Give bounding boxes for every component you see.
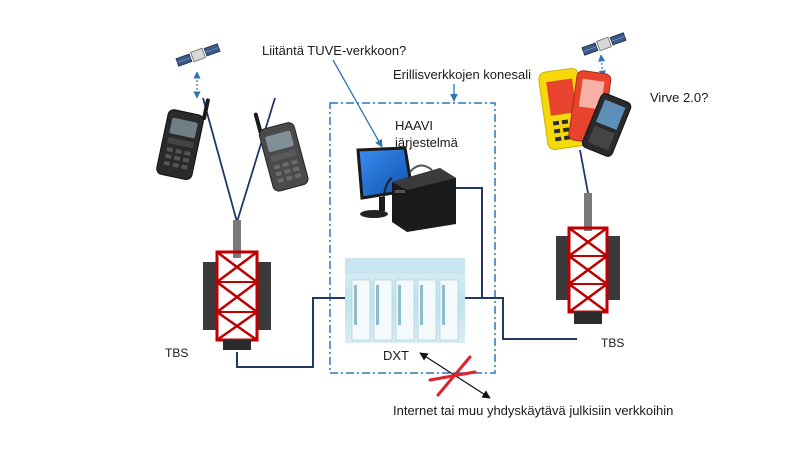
satellite-icon xyxy=(581,32,627,56)
radio-handset-icon xyxy=(253,112,309,192)
tbs-left-label: TBS xyxy=(165,346,189,360)
haavi-label-line1: HAAVI xyxy=(395,118,434,133)
cell-tower-icon xyxy=(556,193,620,324)
forbidden-x-icon xyxy=(428,355,477,397)
dxt-label: DXT xyxy=(383,348,409,363)
internet-link-label: Internet tai muu yhdyskäytävä julkisiin … xyxy=(393,403,674,418)
desktop-pc-icon xyxy=(392,164,456,232)
tbs-right-label: TBS xyxy=(601,336,625,350)
datacenter-boundary xyxy=(329,102,496,374)
satellite-icon xyxy=(175,43,221,67)
cell-tower-icon xyxy=(203,220,271,350)
mobile-phones-icon xyxy=(538,67,632,157)
haavi-label-line2: järjestelmä xyxy=(395,135,458,150)
radio-handset-icon xyxy=(156,98,210,181)
link-left-tbs-to-datacenter xyxy=(236,297,345,368)
tuve-arrow xyxy=(332,59,383,148)
virve-question-label: Virve 2.0? xyxy=(650,90,709,105)
tuve-question-label: Liitäntä TUVE-verkkoon? xyxy=(262,43,407,58)
datacenter-label: Erillisverkkojen konesali xyxy=(393,67,531,82)
server-room-icon xyxy=(345,258,465,343)
radio-link-left-handset xyxy=(202,97,238,223)
link-pc-to-datacenter xyxy=(455,187,483,298)
radio-link-right-handset xyxy=(236,97,276,223)
link-datacenter-to-right-tbs xyxy=(465,297,577,340)
radio-link-phones xyxy=(579,149,589,194)
